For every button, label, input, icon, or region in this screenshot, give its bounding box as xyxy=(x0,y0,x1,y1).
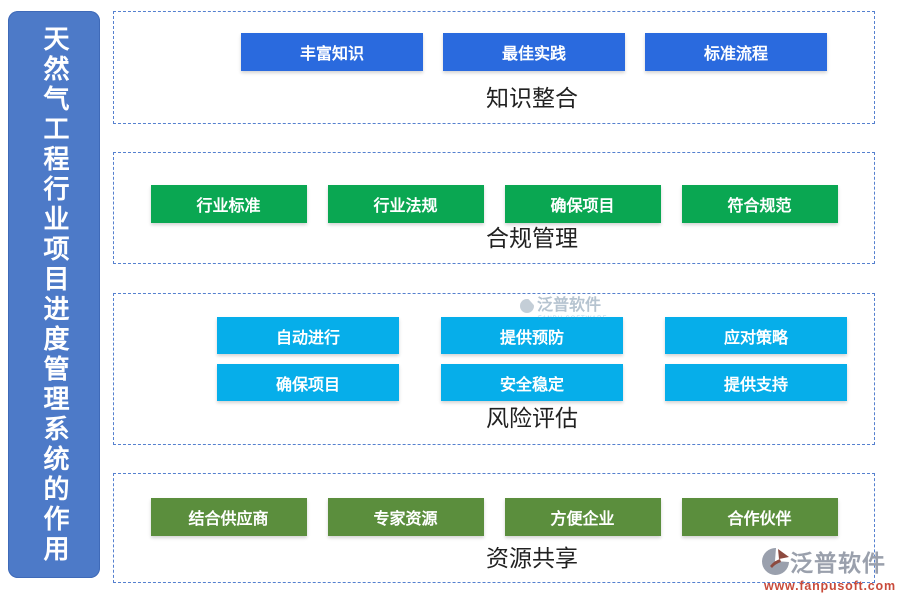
section-title-risk-assessment: 风险评估 xyxy=(486,406,578,432)
btn-ensure-project-risk: 确保项目 xyxy=(217,364,399,401)
section-resource-sharing: 结合供应商 专家资源 方便企业 合作伙伴 资源共享 xyxy=(113,473,875,583)
vertical-page-title: 天然气工程行业项目进度管理系统的作用 xyxy=(39,24,69,565)
btn-standard-process: 标准流程 xyxy=(645,33,827,71)
risk-button-row-1: 自动进行 提供预防 应对策略 xyxy=(152,317,900,354)
fanpu-watermark-subtext: FANPU SOFTWARE xyxy=(538,316,608,322)
section-knowledge-integration: 丰富知识 最佳实践 标准流程 知识整合 xyxy=(113,11,875,124)
btn-provide-prevention: 提供预防 xyxy=(441,317,623,354)
btn-safe-stable: 安全稳定 xyxy=(441,364,623,401)
resource-button-row: 结合供应商 专家资源 方便企业 合作伙伴 xyxy=(114,498,874,536)
section-risk-assessment: 自动进行 提供预防 应对策略 确保项目 安全稳定 提供支持 风险评估 xyxy=(113,293,875,445)
btn-combine-supplier: 结合供应商 xyxy=(150,498,307,536)
fanpu-watermark-icon xyxy=(520,299,534,313)
btn-industry-regulation: 行业法规 xyxy=(327,185,484,223)
btn-cooperation-partner: 合作伙伴 xyxy=(681,498,838,536)
compliance-button-row: 行业标准 行业法规 确保项目 符合规范 xyxy=(114,185,874,223)
section-title-resource-sharing: 资源共享 xyxy=(486,546,578,572)
fanpu-watermark: 泛普软件 FANPU SOFTWARE xyxy=(520,298,630,322)
fanpu-logo-url: www.fanpusoft.com xyxy=(764,579,896,593)
btn-response-strategy: 应对策略 xyxy=(665,317,847,354)
fanpu-watermark-text: 泛普软件 xyxy=(537,297,602,314)
fanpu-logo-text: 泛普软件 xyxy=(790,550,886,577)
fanpu-logo: 泛普软件 xyxy=(760,544,886,578)
btn-expert-resource: 专家资源 xyxy=(327,498,484,536)
section-title-knowledge-integration: 知识整合 xyxy=(486,86,578,112)
btn-auto-run: 自动进行 xyxy=(217,317,399,354)
btn-industry-standard: 行业标准 xyxy=(150,185,307,223)
section-title-compliance-management: 合规管理 xyxy=(486,226,578,252)
btn-comply-specification: 符合规范 xyxy=(681,185,838,223)
section-compliance-management: 行业标准 行业法规 确保项目 符合规范 合规管理 xyxy=(113,152,875,264)
btn-convenient-enterprise: 方便企业 xyxy=(504,498,661,536)
btn-ensure-project: 确保项目 xyxy=(504,185,661,223)
knowledge-button-row: 丰富知识 最佳实践 标准流程 xyxy=(154,33,900,71)
btn-rich-knowledge: 丰富知识 xyxy=(241,33,423,71)
risk-button-row-2: 确保项目 安全稳定 提供支持 xyxy=(152,364,900,401)
sidebar-title-banner: 天然气工程行业项目进度管理系统的作用 xyxy=(8,11,100,578)
fanpu-logo-icon xyxy=(762,547,789,575)
btn-best-practice: 最佳实践 xyxy=(443,33,625,71)
btn-provide-support: 提供支持 xyxy=(665,364,847,401)
